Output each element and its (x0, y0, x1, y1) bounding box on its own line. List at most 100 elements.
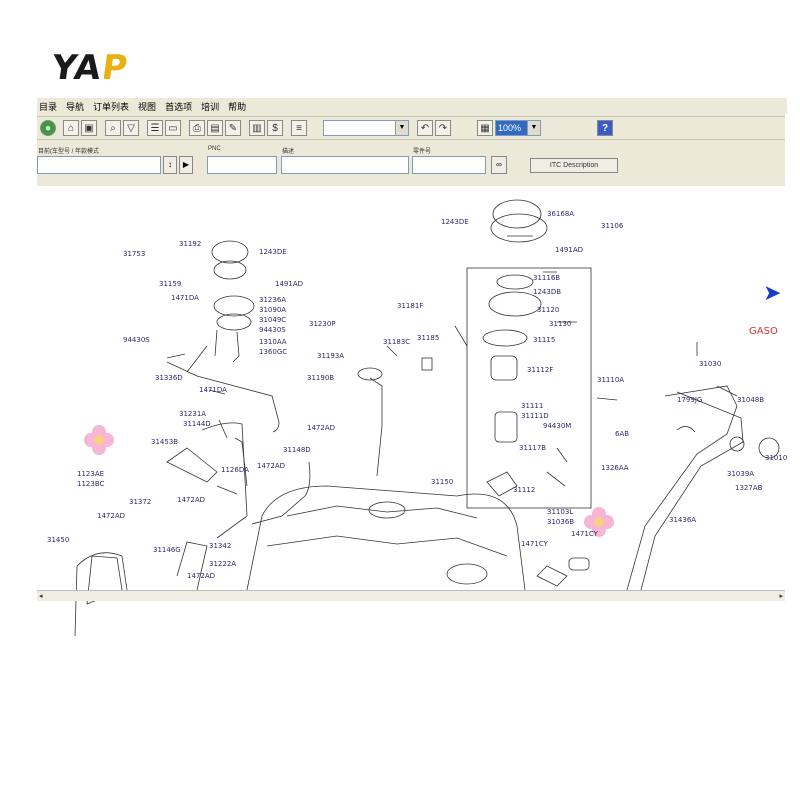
folder-icon[interactable]: ▤ (207, 120, 223, 136)
callout-label[interactable]: 1472AD (187, 572, 215, 580)
callout-label[interactable]: 31146G (153, 546, 181, 554)
callout-label[interactable]: 1471DA (171, 294, 199, 302)
currency-icon[interactable]: $ (267, 120, 283, 136)
callout-label[interactable]: 31192 (179, 240, 201, 248)
callout-label[interactable]: 31372 (129, 498, 151, 506)
callout-label[interactable]: 31150 (431, 478, 453, 486)
callout-label[interactable]: 31159 (159, 280, 181, 288)
callout-label[interactable]: 31103L (547, 508, 573, 516)
callout-label[interactable]: 1471CY (521, 540, 549, 548)
callout-label[interactable]: 31753 (123, 250, 145, 258)
go-arrow-icon[interactable]: ▶ (179, 156, 193, 174)
vehicle-select[interactable]: ▼ (323, 120, 409, 136)
callout-label[interactable]: 1491AD (275, 280, 303, 288)
callout-label[interactable]: 31231A (179, 410, 206, 418)
filter-icon[interactable]: ▽ (123, 120, 139, 136)
callout-label[interactable]: 31120 (537, 306, 559, 314)
callout-label[interactable]: 6AB (615, 430, 629, 438)
pnc-field[interactable] (207, 156, 277, 174)
callout-label[interactable]: 31185 (417, 334, 439, 342)
callout-label[interactable]: 1472AD (257, 462, 285, 470)
menu-help[interactable]: 帮助 (228, 102, 247, 113)
callout-label[interactable]: 1472AD (97, 512, 125, 520)
callout-label[interactable]: 31106 (601, 222, 624, 230)
callout-label[interactable]: 31450 (47, 536, 69, 544)
spinner-icon[interactable]: ↕ (163, 156, 177, 174)
callout-label[interactable]: 31039A (727, 470, 754, 478)
callout-label[interactable]: 31116B (533, 274, 560, 282)
callout-label[interactable]: 31148D (283, 446, 311, 454)
callout-label[interactable]: 94430M (543, 422, 571, 430)
callout-label[interactable]: 31183C (383, 338, 410, 346)
vehicle-field[interactable] (37, 156, 161, 174)
callout-label[interactable]: 1491AD (555, 246, 583, 254)
callout-label[interactable]: 31190B (307, 374, 334, 382)
callout-label[interactable]: 36168A (547, 210, 574, 218)
callout-label[interactable]: 31181F (397, 302, 423, 310)
callout-label[interactable]: 31144D (183, 420, 211, 428)
callout-label[interactable]: 31010 (765, 454, 787, 462)
callout-label[interactable]: 1472AD (177, 496, 205, 504)
menu-view[interactable]: 视图 (138, 102, 157, 113)
book-icon[interactable]: ▥ (249, 120, 265, 136)
horizontal-scrollbar[interactable]: ◂ ▸ (37, 590, 785, 601)
callout-label[interactable]: 1310AA (259, 338, 287, 346)
callout-label[interactable]: 31110A (597, 376, 624, 384)
callout-label[interactable]: 31236A (259, 296, 286, 304)
callout-label[interactable]: 31117B (519, 444, 546, 452)
callout-label[interactable]: 1326AA (601, 464, 629, 472)
callout-label[interactable]: 94430S (123, 336, 150, 344)
note-icon[interactable]: ✎ (225, 120, 241, 136)
parts-list-icon[interactable]: ☰ (147, 120, 163, 136)
callout-label[interactable]: 31222A (209, 560, 236, 568)
picture-icon[interactable]: ▣ (81, 120, 97, 136)
menu-order-list[interactable]: 订单列表 (93, 102, 130, 113)
callout-label[interactable]: 31130 (549, 320, 571, 328)
callout-label[interactable]: 31453B (151, 438, 178, 446)
callout-label[interactable]: 1243DB (533, 288, 561, 296)
callout-label[interactable]: 31111 (521, 402, 543, 410)
callout-label[interactable]: 31049C (259, 316, 286, 324)
monitor-icon[interactable]: ▭ (165, 120, 181, 136)
description-field[interactable] (281, 156, 409, 174)
callout-label[interactable]: 1123BC (77, 480, 104, 488)
menu-navigate[interactable]: 导航 (66, 102, 85, 113)
callout-label[interactable]: 1243DE (441, 218, 469, 226)
callout-label[interactable]: 94430S (259, 326, 286, 334)
callout-label[interactable]: 1799JG (677, 396, 702, 404)
go-icon[interactable]: ● (40, 120, 56, 136)
callout-label[interactable]: 1471DA (199, 386, 227, 394)
callout-label[interactable]: 31036B (547, 518, 574, 526)
menu-training[interactable]: 培训 (201, 102, 220, 113)
callout-label[interactable]: 1472AD (307, 424, 335, 432)
callout-label[interactable]: 1243DE (259, 248, 287, 256)
callout-label[interactable]: 31342 (209, 542, 231, 550)
callout-label[interactable]: 31048B (737, 396, 764, 404)
callout-label[interactable]: 31336D (155, 374, 183, 382)
callout-label[interactable]: 31112 (513, 486, 535, 494)
list-icon[interactable]: ≡ (291, 120, 307, 136)
help-icon[interactable]: ? (597, 120, 613, 136)
menu-preferences[interactable]: 首选项 (165, 102, 193, 113)
binoculars-icon[interactable]: ∞ (491, 156, 507, 174)
notes-icon[interactable]: ▦ (477, 120, 493, 136)
callout-label[interactable]: 31436A (669, 516, 696, 524)
callout-label[interactable]: 1327AB (735, 484, 763, 492)
menu-catalog[interactable]: 目录 (39, 102, 58, 113)
redo-icon[interactable]: ↷ (435, 120, 451, 136)
scroll-right-icon[interactable]: ▸ (779, 593, 783, 600)
itc-description-button[interactable]: ITC Description (530, 158, 618, 173)
callout-label[interactable]: 31030 (699, 360, 721, 368)
callout-label[interactable]: 1126DA (221, 466, 249, 474)
callout-label[interactable]: 1471CY (571, 530, 599, 538)
callout-label[interactable]: 31112F (527, 366, 553, 374)
zoom-select[interactable]: 100%▼ (495, 120, 541, 136)
print-icon[interactable]: ⎙ (189, 120, 205, 136)
callout-label[interactable]: 31193A (317, 352, 344, 360)
part-number-field[interactable] (412, 156, 486, 174)
search-icon[interactable]: ⌕ (105, 120, 121, 136)
callout-label[interactable]: 31230P (309, 320, 336, 328)
callout-label[interactable]: 31115 (533, 336, 555, 344)
callout-label[interactable]: 1360GC (259, 348, 287, 356)
